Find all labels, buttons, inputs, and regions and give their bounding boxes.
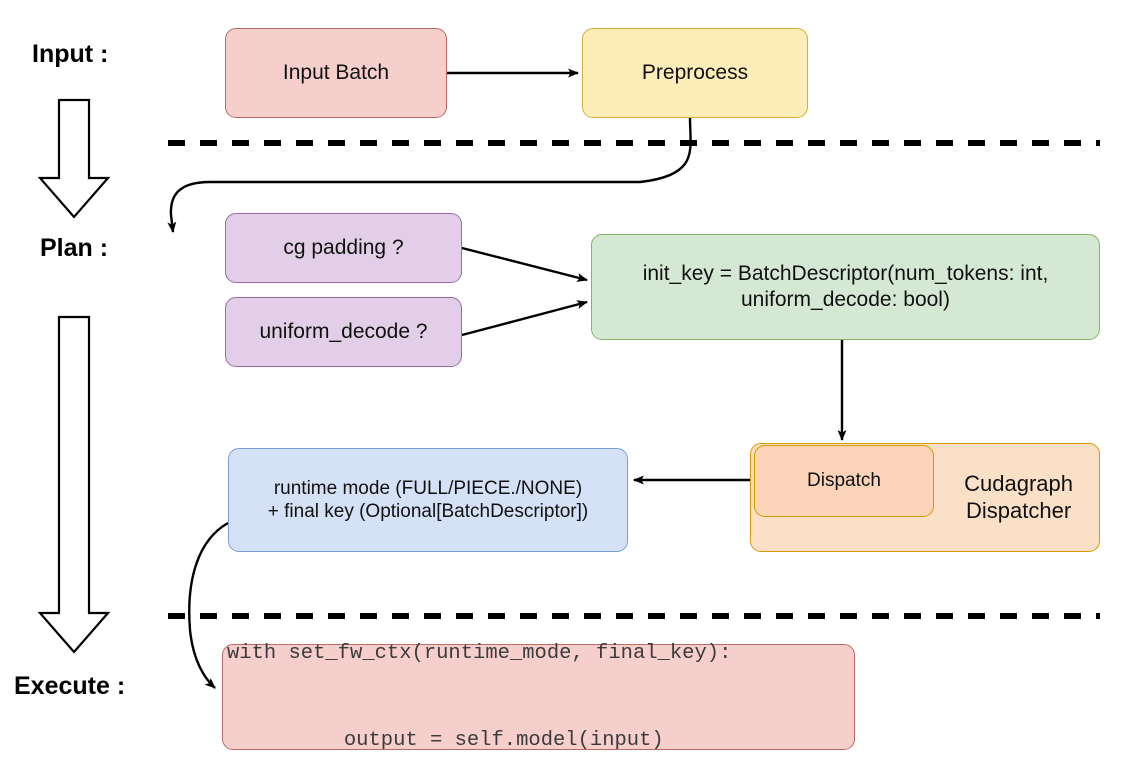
edge-runtime-mode-to-code-block: [188, 521, 229, 689]
node-cg-padding[interactable]: cg padding ?: [225, 213, 462, 283]
node-runtime-mode-line2: + final key (Optional[BatchDescriptor]): [267, 501, 589, 522]
node-init-key[interactable]: init_key = BatchDescriptor(num_tokens: i…: [591, 234, 1100, 340]
edge-cg-padding-to-init-key: [461, 246, 588, 282]
node-dispatch[interactable]: Dispatch: [754, 445, 934, 517]
code-line-1: with set_fw_ctx(runtime_mode, final_key)…: [227, 641, 732, 665]
code-line-2: output = self.model(input): [294, 729, 664, 753]
node-cg-padding-label: cg padding ?: [283, 236, 404, 260]
node-init-key-line1: init_key = BatchDescriptor(num_tokens: i…: [642, 262, 1049, 286]
node-preprocess-label: Preprocess: [641, 61, 749, 85]
edge-uniform-decode-to-init-key: [461, 300, 588, 337]
node-cudagraph-dispatcher-line1: Cudagraph: [964, 470, 1073, 496]
node-init-key-line2: uniform_decode: bool): [741, 288, 950, 311]
node-input-batch[interactable]: Input Batch: [225, 28, 447, 118]
stage-label-execute: Execute :: [14, 672, 126, 700]
node-uniform-decode-label: uniform_decode ?: [259, 320, 428, 344]
input-to-plan-arrow: [37, 98, 111, 219]
node-code-block[interactable]: with set_fw_ctx(runtime_mode, final_key)…: [222, 642, 855, 752]
plan-to-execute-arrow: [37, 315, 111, 654]
node-uniform-decode[interactable]: uniform_decode ?: [225, 297, 462, 367]
node-runtime-mode-line1: runtime mode (FULL/PIECE./NONE): [273, 477, 583, 499]
stage-label-input: Input :: [32, 40, 109, 68]
stage-label-plan: Plan :: [40, 234, 109, 262]
node-cudagraph-dispatcher-line2: Dispatcher: [965, 497, 1072, 523]
edge-preprocess-to-cg-padding: [167, 117, 692, 233]
node-input-batch-label: Input Batch: [282, 61, 390, 85]
node-dispatch-label: Dispatch: [807, 470, 881, 492]
node-preprocess[interactable]: Preprocess: [582, 28, 808, 118]
node-runtime-mode[interactable]: runtime mode (FULL/PIECE./NONE) + final …: [228, 448, 628, 552]
